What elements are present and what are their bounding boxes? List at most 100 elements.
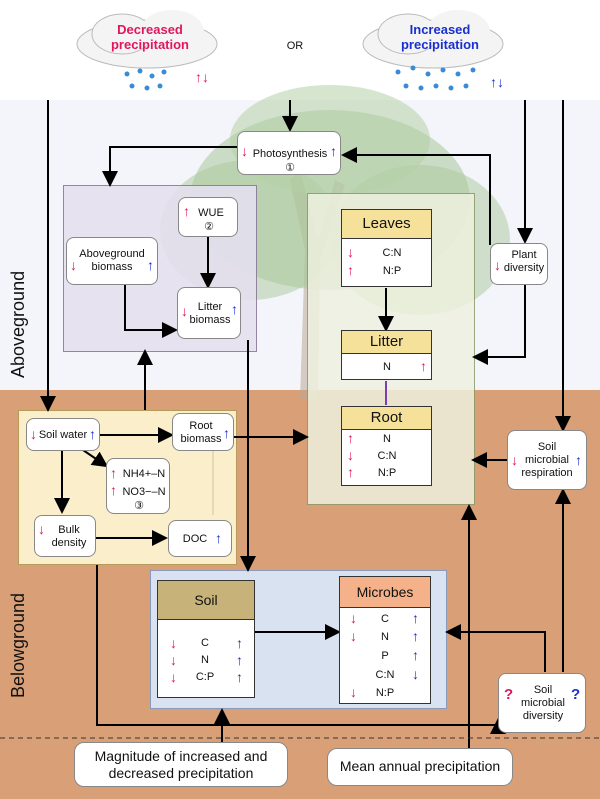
- up-arrow-icon: ↑: [575, 452, 582, 468]
- or-label: OR: [286, 40, 304, 52]
- up-arrow-icon: ↑: [330, 143, 337, 159]
- down-arrow-icon: ↓: [412, 666, 419, 682]
- up-arrow-icon: ↑: [236, 635, 243, 651]
- nitrogen-box: ↑ NH4+–N ↑ NO3−–N ③: [106, 458, 170, 514]
- plant-diversity-label: Plant diversity: [503, 249, 545, 274]
- wue-number: ②: [204, 221, 214, 233]
- litter-row: N: [383, 361, 391, 373]
- question-mark-red: ?: [504, 686, 514, 703]
- soil-water-box: ↓ Soil water ↑: [26, 418, 100, 451]
- decreased-precipitation-label: Decreased precipitation: [110, 22, 189, 52]
- soil-box: Soil ↓ C ↑ ↓ N ↑ ↓ C:P ↑: [157, 580, 255, 698]
- soil-row: C:P: [195, 671, 215, 683]
- up-arrow-icon: ↑: [412, 647, 419, 663]
- mean-annual-precipitation-label: Mean annual precipitation: [339, 758, 501, 774]
- down-arrow-icon: ↓: [170, 669, 177, 685]
- leaves-row: N:P: [382, 265, 402, 277]
- root-biomass-label: Root biomass: [180, 420, 222, 445]
- cloud-left-icon: [76, 10, 218, 91]
- plant-diversity-box: Plant diversity ↓: [490, 243, 548, 285]
- wue-label: WUE: [198, 207, 224, 219]
- doc-label: DOC: [182, 533, 208, 545]
- litter-box: Litter N ↑: [341, 330, 432, 380]
- soil-row: C: [201, 637, 209, 649]
- microbes-row: N:P: [375, 687, 395, 699]
- up-arrow-icon: ↑: [183, 203, 190, 219]
- down-arrow-icon: ↓: [494, 257, 501, 273]
- wue-box: ↑ WUE ②: [178, 197, 238, 237]
- aboveground-biomass-box: ↓ Aboveground biomass ↑: [66, 237, 158, 285]
- soil-microbial-respiration-box: ↓ Soil microbial respiration ↑: [507, 430, 587, 490]
- down-arrow-icon: ↓: [347, 447, 354, 463]
- soil-row: N: [201, 654, 209, 666]
- microbes-row: C: [381, 613, 389, 625]
- down-arrow-icon: ↓: [70, 257, 77, 273]
- down-arrow-icon: ↓: [30, 426, 37, 442]
- photosynthesis-box: ↓ Photosynthesis ↑ ①: [237, 131, 341, 175]
- root-title: Root: [342, 407, 431, 430]
- soil-microbial-diversity-box: ? Soil microbial diversity ?: [498, 673, 586, 733]
- root-box: Root ↑ N ↓ C:N ↑ N:P: [341, 406, 432, 486]
- up-arrow-icon: ↑: [147, 257, 154, 273]
- up-arrow-icon: ↑: [89, 426, 96, 442]
- soil-title: Soil: [158, 581, 254, 620]
- up-arrow-icon: ↑: [231, 301, 238, 317]
- leaves-title: Leaves: [342, 210, 431, 239]
- down-arrow-icon: ↓: [181, 303, 188, 319]
- down-arrow-icon: ↓: [170, 652, 177, 668]
- microbes-title: Microbes: [340, 577, 430, 608]
- decreased-arrows-icon: ↑↓: [195, 69, 209, 85]
- up-arrow-icon: ↑: [420, 358, 427, 374]
- doc-box: DOC ↑: [168, 520, 232, 557]
- soil-microbial-diversity-label: Soil microbial diversity: [520, 684, 565, 722]
- aboveground-biomass-label: Aboveground biomass: [79, 248, 145, 273]
- up-arrow-icon: ↑: [412, 610, 419, 626]
- bulk-density-box: ↓ Bulk density: [34, 515, 96, 557]
- down-arrow-icon: ↓: [347, 244, 354, 260]
- root-biomass-box: Root biomass ↑: [172, 413, 234, 451]
- down-arrow-icon: ↓: [170, 635, 177, 651]
- microbes-row: C:N: [375, 669, 395, 681]
- question-mark-blue: ?: [571, 686, 581, 703]
- mean-annual-precipitation-box: Mean annual precipitation: [327, 748, 513, 786]
- litter-biomass-label: Litter biomass: [189, 301, 231, 326]
- up-arrow-icon: ↑: [223, 425, 230, 441]
- down-arrow-icon: ↓: [38, 521, 45, 537]
- nitrogen-number: ③: [134, 500, 144, 512]
- leaves-box: Leaves ↓ C:N ↑ N:P: [341, 209, 432, 287]
- root-row: N:P: [377, 467, 397, 479]
- litter-title: Litter: [342, 331, 431, 354]
- leaves-row: C:N: [382, 247, 402, 259]
- photosynthesis-number: ①: [285, 162, 295, 174]
- down-arrow-icon: ↓: [241, 143, 248, 159]
- photosynthesis-label: Photosynthesis: [252, 148, 328, 160]
- soil-microbial-respiration-label: Soil microbial respiration: [521, 441, 573, 479]
- nh4-label: NH4+–N: [122, 468, 166, 480]
- up-arrow-icon: ↑: [347, 262, 354, 278]
- down-arrow-icon: ↓: [511, 452, 518, 468]
- magnitude-label: Magnitude of increased and decreased pre…: [94, 748, 268, 781]
- up-arrow-icon: ↑: [347, 464, 354, 480]
- cloud-right-icon: [362, 10, 504, 91]
- up-arrow-icon: ↑: [347, 430, 354, 446]
- down-arrow-icon: ↓: [350, 684, 357, 700]
- up-arrow-icon: ↑: [236, 652, 243, 668]
- down-arrow-icon: ↓: [350, 610, 357, 626]
- magnitude-box: Magnitude of increased and decreased pre…: [74, 742, 288, 787]
- microbes-row: N: [381, 631, 389, 643]
- up-arrow-icon: ↑: [412, 628, 419, 644]
- up-arrow-icon: ↑: [236, 669, 243, 685]
- no3-label: NO3−–N: [122, 486, 166, 498]
- litter-biomass-box: ↓ Litter biomass ↑: [177, 287, 241, 339]
- down-arrow-icon: ↓: [350, 628, 357, 644]
- increased-precipitation-label: Increased precipitation: [400, 22, 479, 52]
- root-row: C:N: [377, 450, 397, 462]
- up-arrow-icon: ↑: [110, 465, 117, 481]
- root-row: N: [383, 433, 391, 445]
- up-arrow-icon: ↑: [215, 530, 222, 546]
- microbes-row: P: [381, 650, 389, 662]
- microbes-box: Microbes ↓ C ↑ ↓ N ↑ P ↑ C:N ↓ ↓ N:P: [339, 576, 431, 704]
- increased-arrows-icon: ↑↓: [490, 74, 504, 90]
- soil-water-label: Soil water: [38, 429, 88, 441]
